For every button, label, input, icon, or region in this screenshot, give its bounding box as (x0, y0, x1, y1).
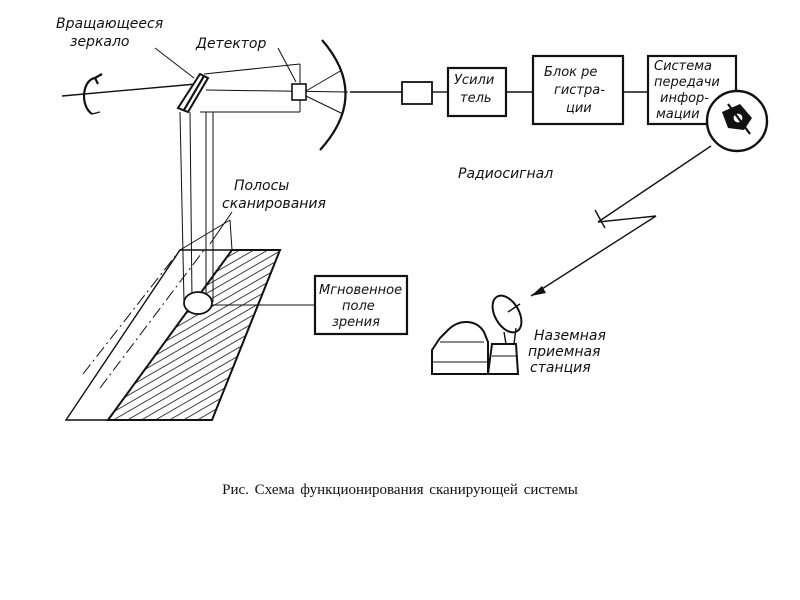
label-transfer-4: мации (656, 107, 700, 122)
detector-pointer-line (277, 47, 297, 83)
amplifier-box (446, 66, 508, 118)
reflector-mirror (319, 39, 347, 151)
rotation-arrow-head-icon (93, 73, 103, 85)
mirror-pointer-line (154, 47, 195, 79)
label-transfer-3: инфор- (660, 91, 709, 106)
label-ifov-2: поле (342, 299, 375, 314)
label-registration-3: ции (566, 101, 592, 116)
optical-path (200, 39, 349, 151)
scan-strip-pointer-line (209, 211, 233, 245)
label-amplifier-1: Усили (454, 73, 494, 88)
scan-beam (179, 111, 214, 303)
registration-box (531, 54, 625, 126)
label-ground-2: приемная (528, 344, 600, 360)
label-scan-strips-1: Полосы (234, 178, 289, 194)
label-registration-2: гистра- (554, 83, 605, 98)
signal-arrow-icon (531, 286, 546, 296)
label-detector: Детектор (195, 36, 266, 52)
ground-station (431, 294, 523, 375)
radio-signal-link (530, 145, 712, 297)
label-mirror-2: зеркало (70, 34, 130, 50)
label-radio-signal: Радиосигнал (458, 166, 553, 182)
label-scan-strips-2: сканирования (222, 196, 326, 212)
figure-caption: Рис. Схема функционирования сканирующей … (222, 482, 578, 498)
ifov-box (313, 274, 409, 336)
label-mirror-1: Вращающееся (56, 16, 163, 32)
scan-strip-hatched (106, 249, 282, 421)
label-ifov-1: Мгновенное (319, 283, 402, 298)
ifov-ellipse (183, 291, 213, 315)
transmitter-antenna-icon (705, 89, 769, 153)
label-transfer-2: передачи (654, 75, 720, 90)
label-ground-3: станция (530, 360, 591, 376)
rotating-mirror (61, 47, 210, 115)
label-amplifier-2: тель (460, 91, 492, 106)
label-ground-1: Наземная (534, 328, 606, 344)
label-transfer-1: Система (654, 59, 712, 74)
dish-antenna-icon (491, 294, 523, 334)
label-registration-1: Блок ре (544, 65, 597, 80)
scan-strips (64, 211, 315, 421)
preamp-box (401, 81, 433, 105)
detector-element (291, 83, 307, 101)
mirror-axis-line (61, 83, 197, 97)
rotation-arrow-icon (83, 76, 96, 115)
label-ifov-3: зрения (332, 315, 380, 330)
